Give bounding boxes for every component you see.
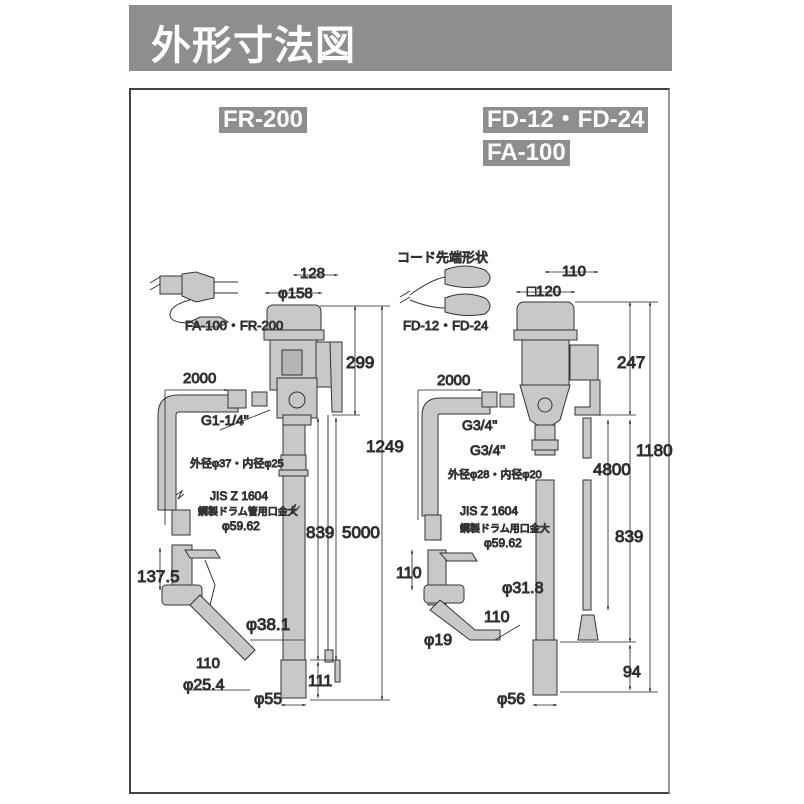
- jis-desc-left: 鋼製ドラム管用口金大: [198, 505, 298, 518]
- diagram-frame: [129, 88, 670, 794]
- dim-dia-31: φ31.8: [502, 580, 544, 597]
- dim-1249: 1249: [366, 437, 404, 456]
- dim-dia-25: φ25.4: [183, 677, 225, 694]
- dim-128: 128: [300, 265, 325, 282]
- dim-dia-55: φ55: [254, 691, 282, 708]
- motor-left: [263, 304, 343, 426]
- hose-dia-left: 外径φ37・内径φ25: [190, 456, 284, 470]
- dim-dia-56: φ56: [497, 691, 525, 708]
- dim-1180: 1180: [636, 441, 673, 460]
- dim-839-left: 839: [306, 523, 334, 542]
- model-tag-fr200: FR-200: [219, 107, 308, 133]
- jis-right: JIS Z 1604: [460, 504, 518, 518]
- title-bar: 外形寸法図: [129, 5, 672, 71]
- hose-dia-right: 外径φ28・内径φ20: [448, 467, 542, 481]
- model-tag-fa100: FA-100: [483, 140, 570, 166]
- dim-839-right: 839: [615, 527, 643, 546]
- dim-137: 137.5: [137, 567, 180, 586]
- plug-caption-left: FA-100・FR-200: [185, 318, 283, 333]
- pipe-left: [278, 424, 309, 699]
- dim-4800: 4800: [593, 460, 631, 479]
- hose-right: [421, 391, 515, 541]
- jis-left: JIS Z 1604: [210, 489, 268, 503]
- dim-nozzle-110-left: 110: [196, 655, 220, 672]
- cord-title: コード先端形状: [397, 250, 488, 265]
- dim-sq-120: □120: [527, 283, 561, 300]
- dim-5000: 5000: [342, 523, 380, 542]
- dim-thread-left: G1-1/4": [201, 412, 249, 428]
- dim-nozzle-110a: 110: [396, 565, 422, 582]
- jis-desc-right: 鋼製ドラム用口金大: [460, 522, 550, 535]
- jis-dia-right: φ59.62: [484, 536, 522, 550]
- motor-right: [513, 301, 601, 456]
- plug-icon-left: [149, 271, 238, 328]
- dim-299: 299: [346, 353, 374, 372]
- model-tag-fd: FD-12・FD-24: [483, 107, 649, 133]
- dim-111: 111: [308, 673, 332, 690]
- dim-247: 247: [617, 353, 645, 372]
- nozzle-left: [161, 544, 256, 661]
- hose-left: [157, 389, 268, 536]
- dim-110-top: 110: [562, 263, 586, 280]
- dim-thread2-right: G3/4": [470, 442, 505, 458]
- dim-dia-19: φ19: [424, 632, 452, 649]
- dim-thread1-right: G3/4": [462, 417, 497, 433]
- page-title: 外形寸法図: [151, 23, 356, 69]
- dim-hose-2000-right: 2000: [437, 372, 470, 389]
- plug-icon-right: [399, 265, 491, 317]
- dim-dia-158: φ158: [278, 285, 313, 302]
- pipe-right: [532, 479, 558, 696]
- plug-caption-right: FD-12・FD-24: [403, 318, 488, 333]
- nozzle-right: [423, 549, 501, 641]
- dim-94: 94: [623, 664, 641, 681]
- dim-hose-2000-left: 2000: [183, 370, 216, 387]
- jis-dia-left: φ59.62: [222, 519, 260, 533]
- dim-dia-38: φ38.1: [246, 615, 290, 634]
- cord-right: [582, 417, 592, 459]
- dim-nozzle-110b: 110: [484, 609, 510, 626]
